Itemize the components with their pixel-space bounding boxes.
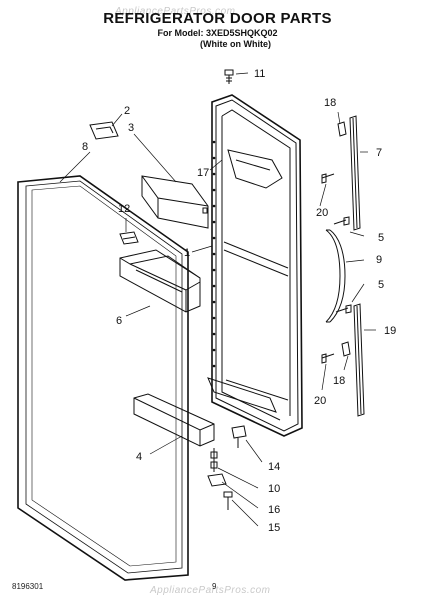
door-liner-part-1: [207, 94, 303, 437]
trim-strip-part-19: [353, 303, 365, 417]
callout-20-upper: 20: [316, 207, 328, 219]
color-line: (White on White): [200, 39, 271, 49]
page-title: REFRIGERATOR DOOR PARTS: [103, 10, 332, 27]
model-line: For Model: 3XED5SHQKQ02: [157, 28, 278, 38]
callout-18-upper: 18: [324, 97, 336, 109]
callout-2: 2: [124, 105, 130, 117]
door-bin-part-6: [119, 249, 201, 313]
screw-part-20-lower: [321, 353, 335, 364]
end-cap-part-18-lower: [341, 341, 351, 357]
callout-14: 14: [268, 461, 280, 473]
watermark-text: AppliancePartsPros.com: [115, 6, 236, 17]
callout-9: 9: [376, 254, 382, 266]
callout-19: 19: [384, 325, 396, 337]
callout-1: 1: [184, 247, 190, 259]
door-handle-part-9: [325, 229, 346, 323]
callout-18-lower: 18: [333, 375, 345, 387]
clip-part-12: [119, 231, 139, 245]
hinge-screw-part-11: [224, 69, 234, 84]
screw-part-5-upper: [333, 216, 350, 226]
callout-20-lower: 20: [314, 395, 326, 407]
callout-3: 3: [128, 122, 134, 134]
callout-7: 7: [376, 147, 382, 159]
callout-5-upper: 5: [378, 232, 384, 244]
screw-part-20-upper: [321, 173, 335, 184]
callout-12: 12: [118, 203, 130, 215]
callout-4: 4: [136, 451, 142, 463]
trim-strip-part-7: [349, 115, 361, 231]
shelf-bracket-part-2: [89, 121, 119, 140]
callout-15: 15: [268, 522, 280, 534]
hinge-block-part-16: [207, 473, 227, 487]
page-number: 9: [212, 582, 217, 591]
callout-17: 17: [197, 167, 209, 179]
end-cap-part-18-upper: [337, 121, 347, 137]
callout-labels: 11 2 3 8 18 7 17 20 5 12 1 9 5 6 19 18 2…: [82, 68, 396, 534]
document-number: 8196301: [12, 582, 44, 591]
screw-part-5-lower: [335, 304, 352, 314]
bushing-part-14: [231, 425, 247, 448]
callout-8: 8: [82, 141, 88, 153]
callout-5-lower: 5: [378, 279, 384, 291]
hinge-pin-part-10: [210, 448, 218, 472]
callout-10: 10: [268, 483, 280, 495]
dairy-door-part-3: [141, 175, 209, 229]
callout-16: 16: [268, 504, 280, 516]
leader-lines: [59, 72, 376, 527]
callout-11: 11: [254, 68, 265, 80]
callout-6: 6: [116, 315, 122, 327]
door-gasket-part-8: [17, 175, 189, 581]
lower-shelf-part-4: [133, 393, 215, 447]
screw-part-15: [223, 491, 233, 510]
watermark-text-bottom: AppliancePartsPros.com: [150, 585, 271, 596]
